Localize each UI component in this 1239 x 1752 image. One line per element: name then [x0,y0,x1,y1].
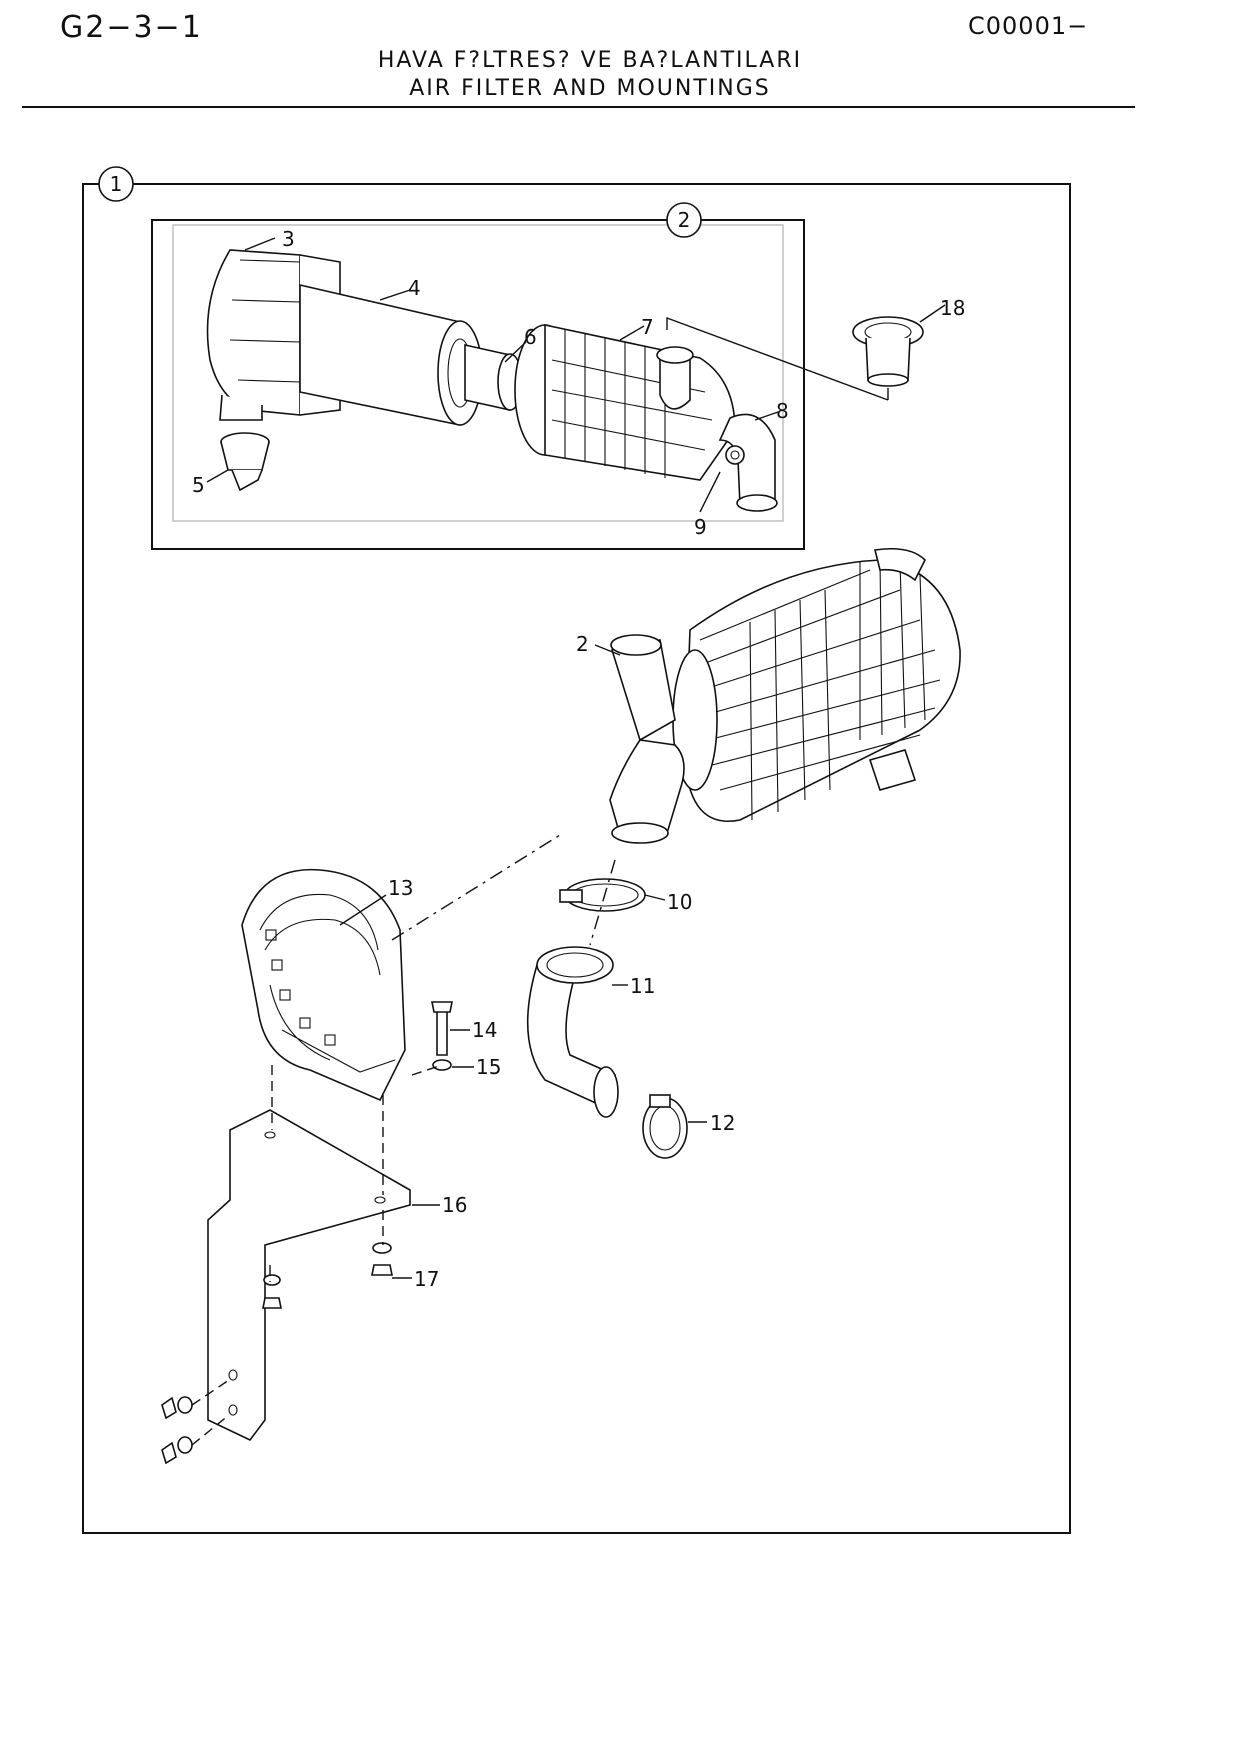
callout-18: 18 [940,296,965,320]
outlet-elbow-assembled [609,739,685,844]
callout-6: 6 [524,325,537,349]
inlet-sleeve-part-18 [852,316,924,387]
callout-15: 15 [476,1055,501,1079]
guide-line-band-to-filter [391,834,561,941]
leader-9 [699,471,721,513]
assembled-air-filter [672,547,961,822]
callout-11: 11 [630,974,655,998]
title-english: AIR FILTER AND MOUNTINGS [409,76,771,101]
callout-16: 16 [442,1193,467,1217]
callout-5: 5 [192,473,205,497]
assembly-2-inner-frame [172,224,784,522]
mounting-bracket-part-16 [207,1109,411,1442]
leader-18 [919,304,946,323]
callout-13: 13 [388,876,413,900]
leader-3 [244,237,276,251]
assembly-1-frame [82,183,1071,1534]
guide-line-bolt [411,1064,443,1076]
title-underline [22,106,1135,108]
intake-elbow-part-8 [718,413,778,512]
callout-4: 4 [408,276,421,300]
leader-2 [594,644,621,656]
washer-part-15 [432,1059,452,1071]
title-turkish: HAVA F?LTRES? VE BA?LANTILARI [377,48,803,73]
part-18-leader-frame [666,316,889,401]
leader-5 [206,469,229,483]
assembly-2-number: 2 [678,208,691,232]
callout-8: 8 [776,399,789,423]
callout-14: 14 [472,1018,497,1042]
callout-2: 2 [576,632,589,656]
leader-6 [504,341,527,363]
bolt-part-14 [431,1001,453,1056]
assembly-2-bubble [666,202,702,238]
guide-line-side-nut-b [191,1414,230,1446]
callout-12: 12 [710,1111,735,1135]
leader-4 [379,289,411,301]
callout-7: 7 [641,315,654,339]
callout-3: 3 [282,227,295,251]
callout-9: 9 [694,515,707,539]
callout-10: 10 [667,890,692,914]
guide-line-side-nut-a [191,1379,230,1406]
clamp-screw-part-9 [725,445,745,465]
dust-valve-part-5 [220,432,270,492]
hose-clamp-part-12 [642,1094,688,1159]
assembly-1-bubble [98,166,134,202]
nut-washer-part-17 [161,1242,393,1465]
leader-7 [619,325,645,341]
leader-10 [644,894,666,901]
document-code: C00001− [968,12,1089,40]
assembly-2-frame [151,219,805,550]
callout-17: 17 [414,1267,439,1291]
filter-housing-part-7 [514,324,736,481]
leader-13 [339,894,387,926]
intake-pipe-part-2 [610,634,676,742]
page-code: G2−3−1 [60,10,203,45]
leader-8 [754,411,779,421]
assembly-1-number: 1 [110,172,123,196]
mounting-band-part-13 [241,868,406,1102]
rubber-hose-part-11 [526,946,619,1118]
hose-clamp-part-10 [559,878,646,912]
